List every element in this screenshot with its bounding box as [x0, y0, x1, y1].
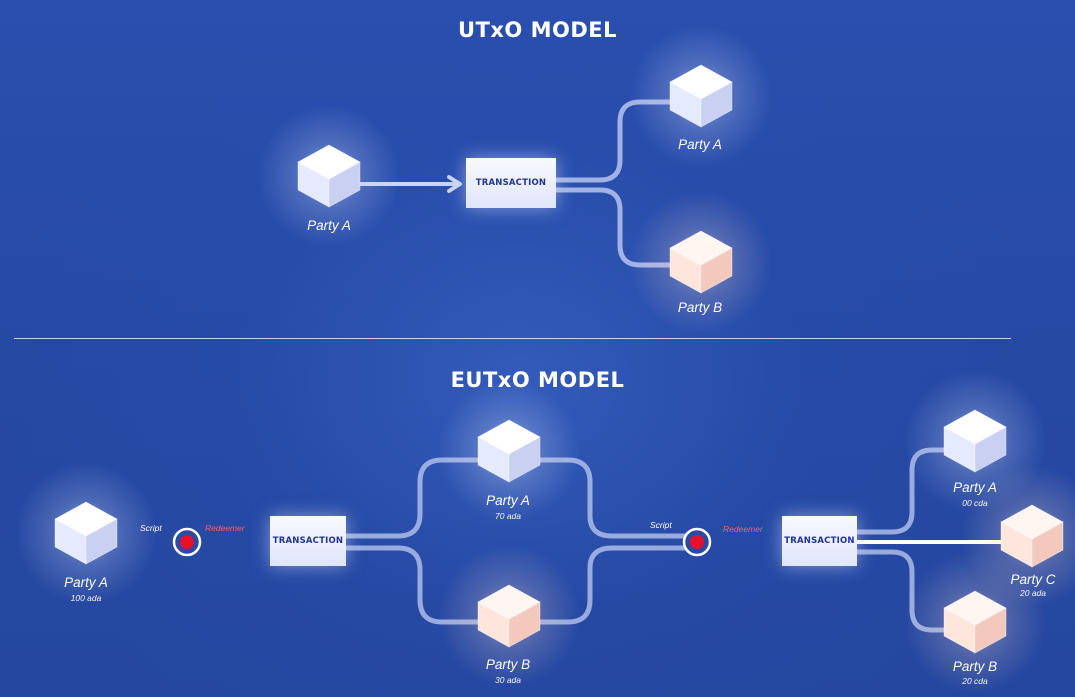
cube-right-face [328, 161, 361, 208]
eutxo-final-party-a-amount: 00 cda [962, 498, 988, 508]
eutxo-transaction-box-2: TRANSACTION [782, 516, 857, 566]
eutxo-mid-party-b-cube [437, 544, 581, 688]
eutxo-final-party-b-amount: 20 cda [962, 676, 988, 686]
cube-right-face [700, 247, 733, 294]
cube-layer [14, 24, 1075, 694]
utxo-output-party-a-label: Party A [678, 137, 722, 152]
eutxo-branch-mid-party-a [343, 457, 497, 539]
eutxo-transaction-box-1: TRANSACTION [270, 516, 346, 566]
utxo-input-arrowhead [447, 175, 462, 193]
utxo-output-party-b-label: Party B [677, 300, 723, 315]
eutxo-final-party-b-label: Party B [952, 659, 998, 674]
cube-right-face [974, 607, 1007, 654]
eutxo-final-party-c-amount: 20 ada [1020, 588, 1046, 598]
script-node-2 [682, 527, 712, 557]
utxo-input-cube [257, 104, 401, 248]
eutxo-title: EUTxO MODEL [450, 368, 625, 392]
eutxo-input-party-label: Party A [64, 575, 108, 590]
eutxo-input-cube [14, 461, 158, 605]
eutxo-final-party-a-label: Party A [953, 480, 997, 495]
utxo-output-party-b-cube [629, 190, 773, 334]
script-node-1 [172, 527, 202, 557]
eutxo-mid-party-a-amount: 70 ada [495, 511, 521, 521]
eutxo-mid-party-a-label: Party A [486, 493, 530, 508]
utxo-output-party-a-cube [629, 24, 773, 168]
utxo-title: UTxO MODEL [458, 18, 617, 42]
utxo-input-party-label: Party A [307, 218, 351, 233]
cube-right-face [85, 518, 118, 565]
script-label-2: Script [650, 520, 672, 530]
cube-right-face [508, 601, 541, 648]
redeemer-label-1: Redeemer [205, 523, 245, 533]
cube-right-face [974, 426, 1007, 473]
eutxo-mid-party-b-amount: 30 ada [495, 675, 521, 685]
redeemer-label-2: Redeemer [723, 524, 763, 534]
script-label-1: Script [140, 523, 162, 533]
cube-right-face [508, 436, 541, 483]
eutxo-input-amount: 100 ada [70, 593, 102, 603]
eutxo-mid-party-b-label: Party B [485, 657, 531, 672]
eutxo-branch-mid-party-b [343, 545, 497, 625]
section-divider [14, 338, 1011, 339]
utxo-transaction-box: TRANSACTION [466, 158, 556, 208]
cube-right-face [700, 81, 733, 128]
eutxo-final-party-b-cube [903, 550, 1047, 694]
eutxo-mid-party-a-cube [437, 379, 581, 523]
cube-right-face [1031, 521, 1064, 568]
eutxo-final-party-c-label: Party C [1010, 572, 1056, 587]
